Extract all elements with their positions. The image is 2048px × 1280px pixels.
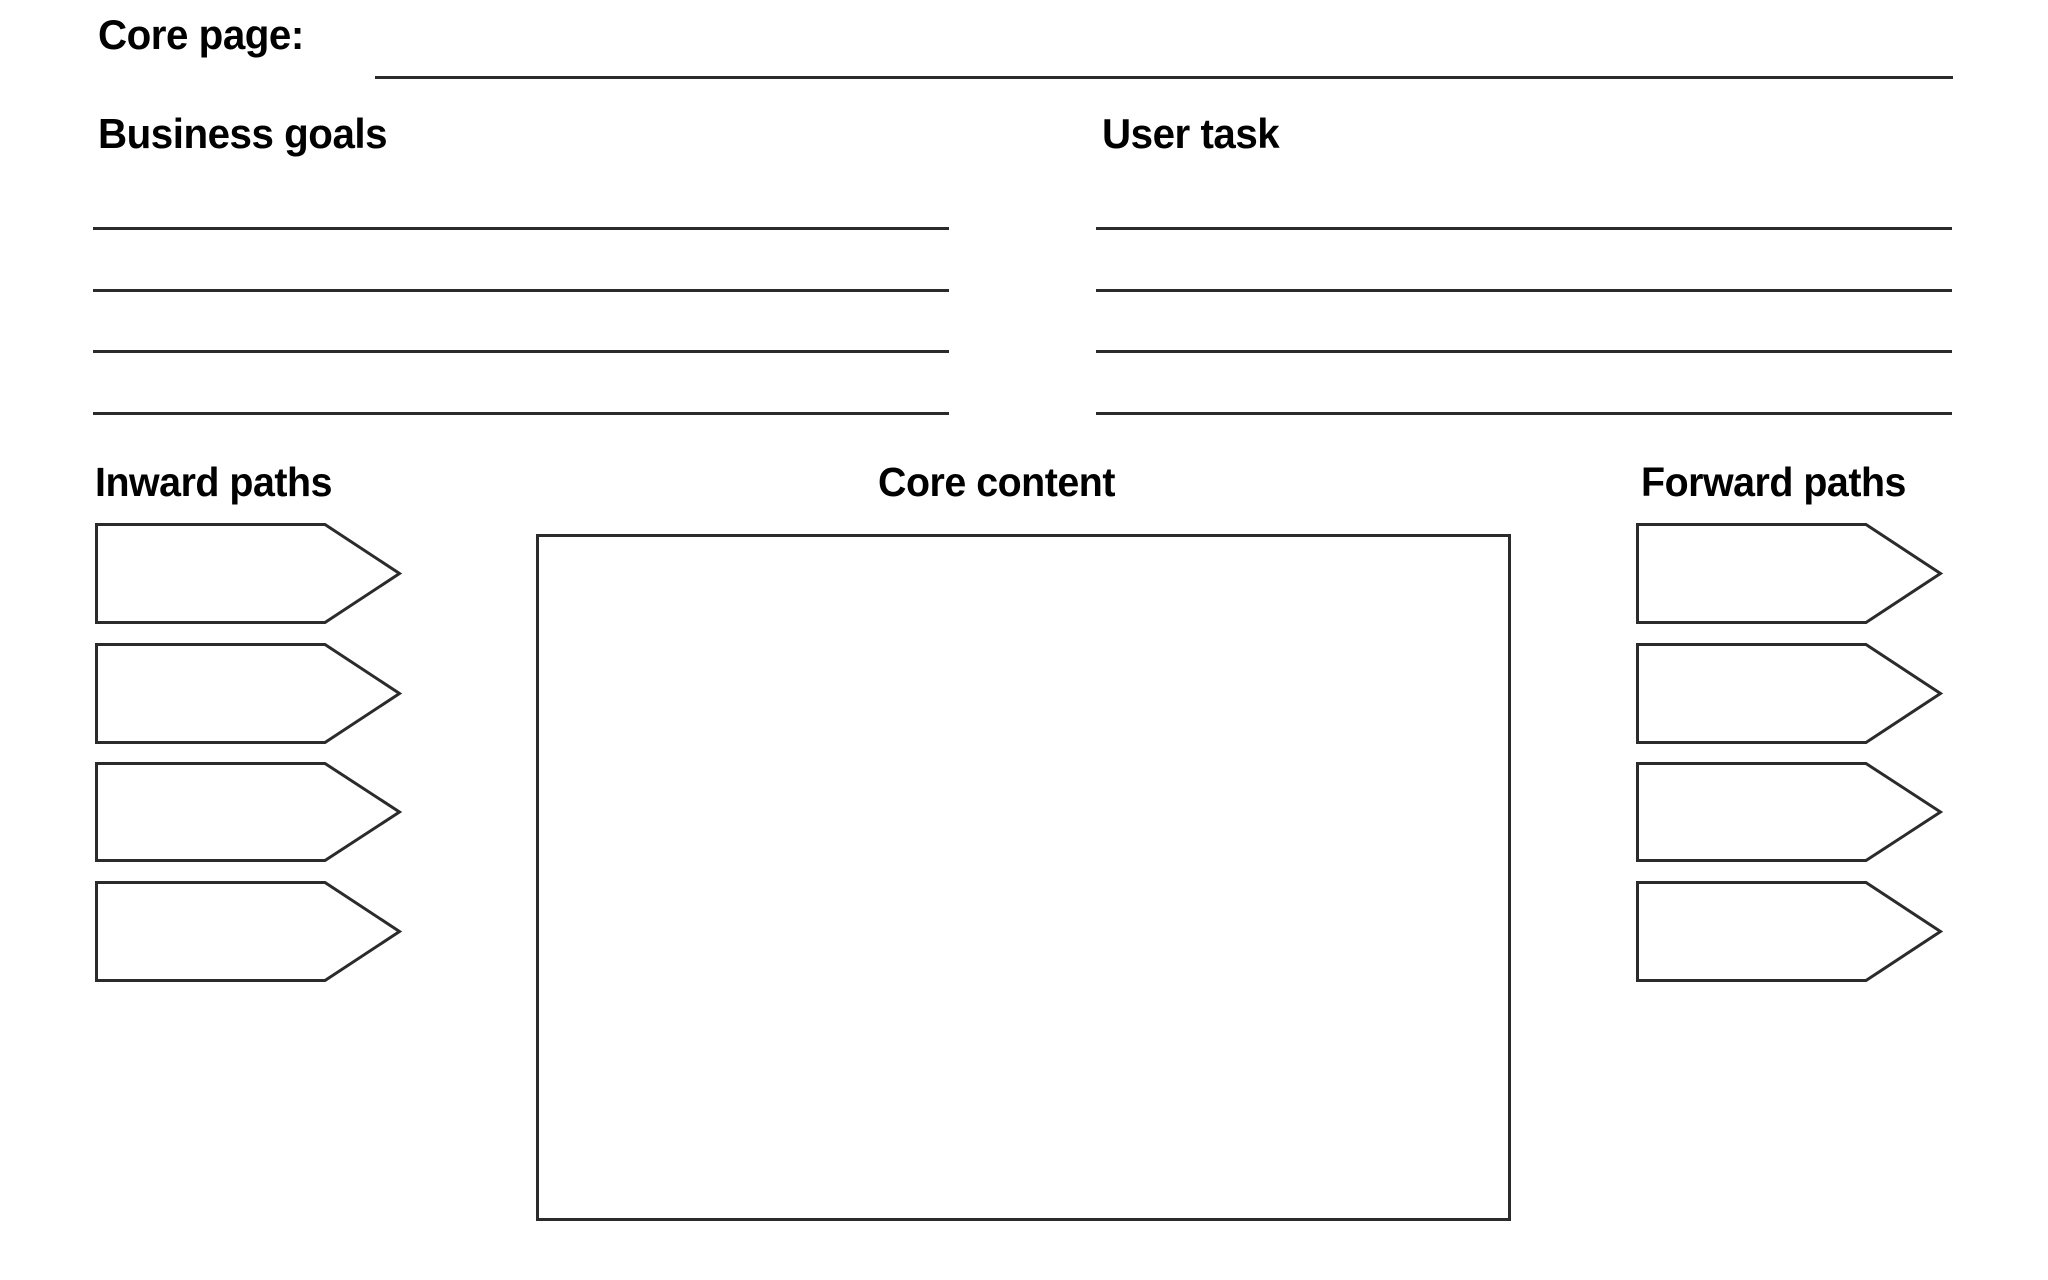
inward-path-arrow-1[interactable] [95, 523, 403, 624]
user-task-line-1[interactable] [1096, 227, 1952, 230]
chevron-arrow-right-icon [95, 523, 403, 624]
chevron-arrow-right-icon [95, 762, 403, 862]
user-task-label: User task [1102, 110, 1280, 157]
chevron-arrow-right-icon [1636, 881, 1944, 982]
chevron-arrow-right-icon [1636, 523, 1944, 624]
business-goals-label: Business goals [98, 110, 388, 157]
business-goals-line-3[interactable] [93, 350, 949, 353]
forward-path-arrow-3[interactable] [1636, 762, 1944, 862]
forward-path-arrow-2[interactable] [1636, 643, 1944, 744]
core-page-label: Core page: [98, 11, 304, 58]
business-goals-line-1[interactable] [93, 227, 949, 230]
business-goals-line-2[interactable] [93, 289, 949, 292]
chevron-arrow-right-icon [1636, 762, 1944, 862]
business-goals-line-4[interactable] [93, 412, 949, 415]
user-task-line-4[interactable] [1096, 412, 1952, 415]
core-content-box[interactable] [536, 534, 1511, 1221]
core-content-label: Core content [878, 459, 1115, 505]
core-page-input-line[interactable] [375, 76, 1953, 79]
inward-path-arrow-2[interactable] [95, 643, 403, 744]
inward-path-arrow-3[interactable] [95, 762, 403, 862]
forward-paths-label: Forward paths [1641, 459, 1906, 505]
forward-path-arrow-4[interactable] [1636, 881, 1944, 982]
inward-path-arrow-4[interactable] [95, 881, 403, 982]
chevron-arrow-right-icon [95, 881, 403, 982]
chevron-arrow-right-icon [1636, 643, 1944, 744]
user-task-line-2[interactable] [1096, 289, 1952, 292]
forward-path-arrow-1[interactable] [1636, 523, 1944, 624]
inward-paths-label: Inward paths [95, 459, 332, 505]
user-task-line-3[interactable] [1096, 350, 1952, 353]
chevron-arrow-right-icon [95, 643, 403, 744]
